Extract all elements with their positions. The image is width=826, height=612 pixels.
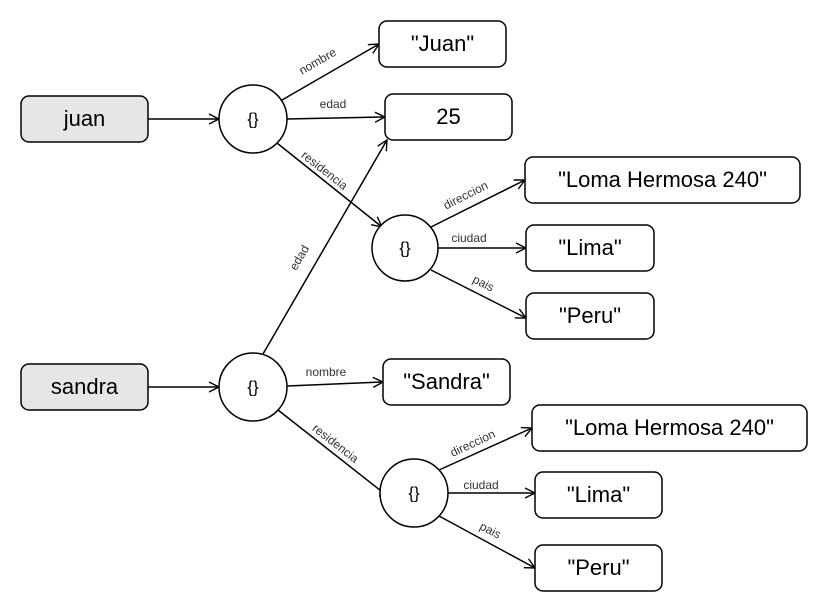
edge-o-sandra-to-v-sandra-nombre	[286, 382, 383, 386]
value-label: "Peru"	[567, 555, 629, 580]
value-label: "Lima"	[558, 235, 621, 260]
variable-sandra: sandra	[20, 363, 149, 411]
value-v-sandra-nombre: "Sandra"	[382, 358, 511, 406]
edge-o-sandra-to-v-25	[262, 140, 387, 355]
object-circle	[218, 84, 288, 154]
object-label: {}	[408, 483, 420, 502]
object-label: {}	[247, 109, 259, 128]
edge-label-edad: edad	[287, 243, 312, 273]
object-node-o-juan-res: {}	[371, 214, 439, 282]
value-box	[534, 544, 663, 592]
value-v-sandra-pais: "Peru"	[534, 544, 663, 592]
edge-label-nombre: nombre	[296, 45, 339, 78]
object-node-o-juan: {}	[218, 84, 288, 154]
variable-box	[20, 95, 149, 143]
edge-label-edad: edad	[320, 97, 347, 111]
value-v-juan-ciudad: "Lima"	[525, 224, 655, 272]
variable-label: sandra	[51, 374, 119, 399]
value-label: 25	[436, 104, 460, 129]
edges	[148, 44, 535, 568]
edge-o-juan-to-v-juan-nombre	[281, 44, 379, 101]
value-box	[534, 471, 663, 519]
edge-o-juan-to-o-juan-res	[276, 142, 382, 227]
value-v-sandra-ciudad: "Lima"	[534, 471, 663, 519]
edge-o-sandra-to-o-sandra-res	[277, 409, 390, 498]
value-v-25: 25	[384, 93, 513, 141]
value-label: "Lima"	[567, 482, 630, 507]
edge-label-ciudad: ciudad	[451, 231, 486, 245]
value-label: "Sandra"	[403, 369, 490, 394]
value-v-sandra-dir: "Loma Hermosa 240"	[531, 404, 808, 452]
value-v-juan-dir: "Loma Hermosa 240"	[524, 156, 801, 204]
object-label: {}	[247, 377, 259, 396]
object-circle	[371, 214, 439, 282]
variable-juan: juan	[20, 95, 149, 143]
edge-o-juan-res-to-v-juan-pais	[430, 269, 526, 318]
object-label: {}	[399, 238, 411, 257]
edge-label-residencia: residencia	[299, 148, 351, 193]
edge-o-juan-res-to-v-juan-dir	[430, 180, 525, 228]
edge-o-sandra-res-to-v-sandra-pais	[438, 515, 535, 568]
edge-label-residencia: residencia	[310, 421, 362, 466]
edge-label-nombre: nombre	[306, 365, 347, 379]
object-circle	[218, 352, 288, 422]
variable-label: juan	[63, 106, 106, 131]
value-label: "Peru"	[559, 303, 621, 328]
edge-o-juan-to-v-25	[286, 117, 385, 119]
value-v-juan-nombre: "Juan"	[378, 20, 507, 68]
value-label: "Loma Hermosa 240"	[558, 167, 767, 192]
edge-label-ciudad: ciudad	[463, 478, 498, 492]
variable-box	[20, 363, 149, 411]
value-box	[384, 93, 513, 141]
object-node-o-sandra-res: {}	[379, 458, 449, 528]
value-box	[378, 20, 507, 68]
edge-o-sandra-res-to-v-sandra-dir	[438, 428, 532, 471]
value-label: "Juan"	[411, 31, 474, 56]
object-circle	[379, 458, 449, 528]
object-node-o-sandra: {}	[218, 352, 288, 422]
value-box	[524, 156, 801, 204]
value-box	[382, 358, 511, 406]
value-box	[531, 404, 808, 452]
value-label: "Loma Hermosa 240"	[565, 415, 774, 440]
edge-label-direccion: direccion	[441, 178, 490, 212]
value-v-juan-pais: "Peru"	[525, 292, 655, 340]
nodes: juan sandra "Juan" 25 "Loma Hermosa 240" "Lim…	[20, 20, 808, 592]
value-box	[525, 292, 655, 340]
value-box	[525, 224, 655, 272]
